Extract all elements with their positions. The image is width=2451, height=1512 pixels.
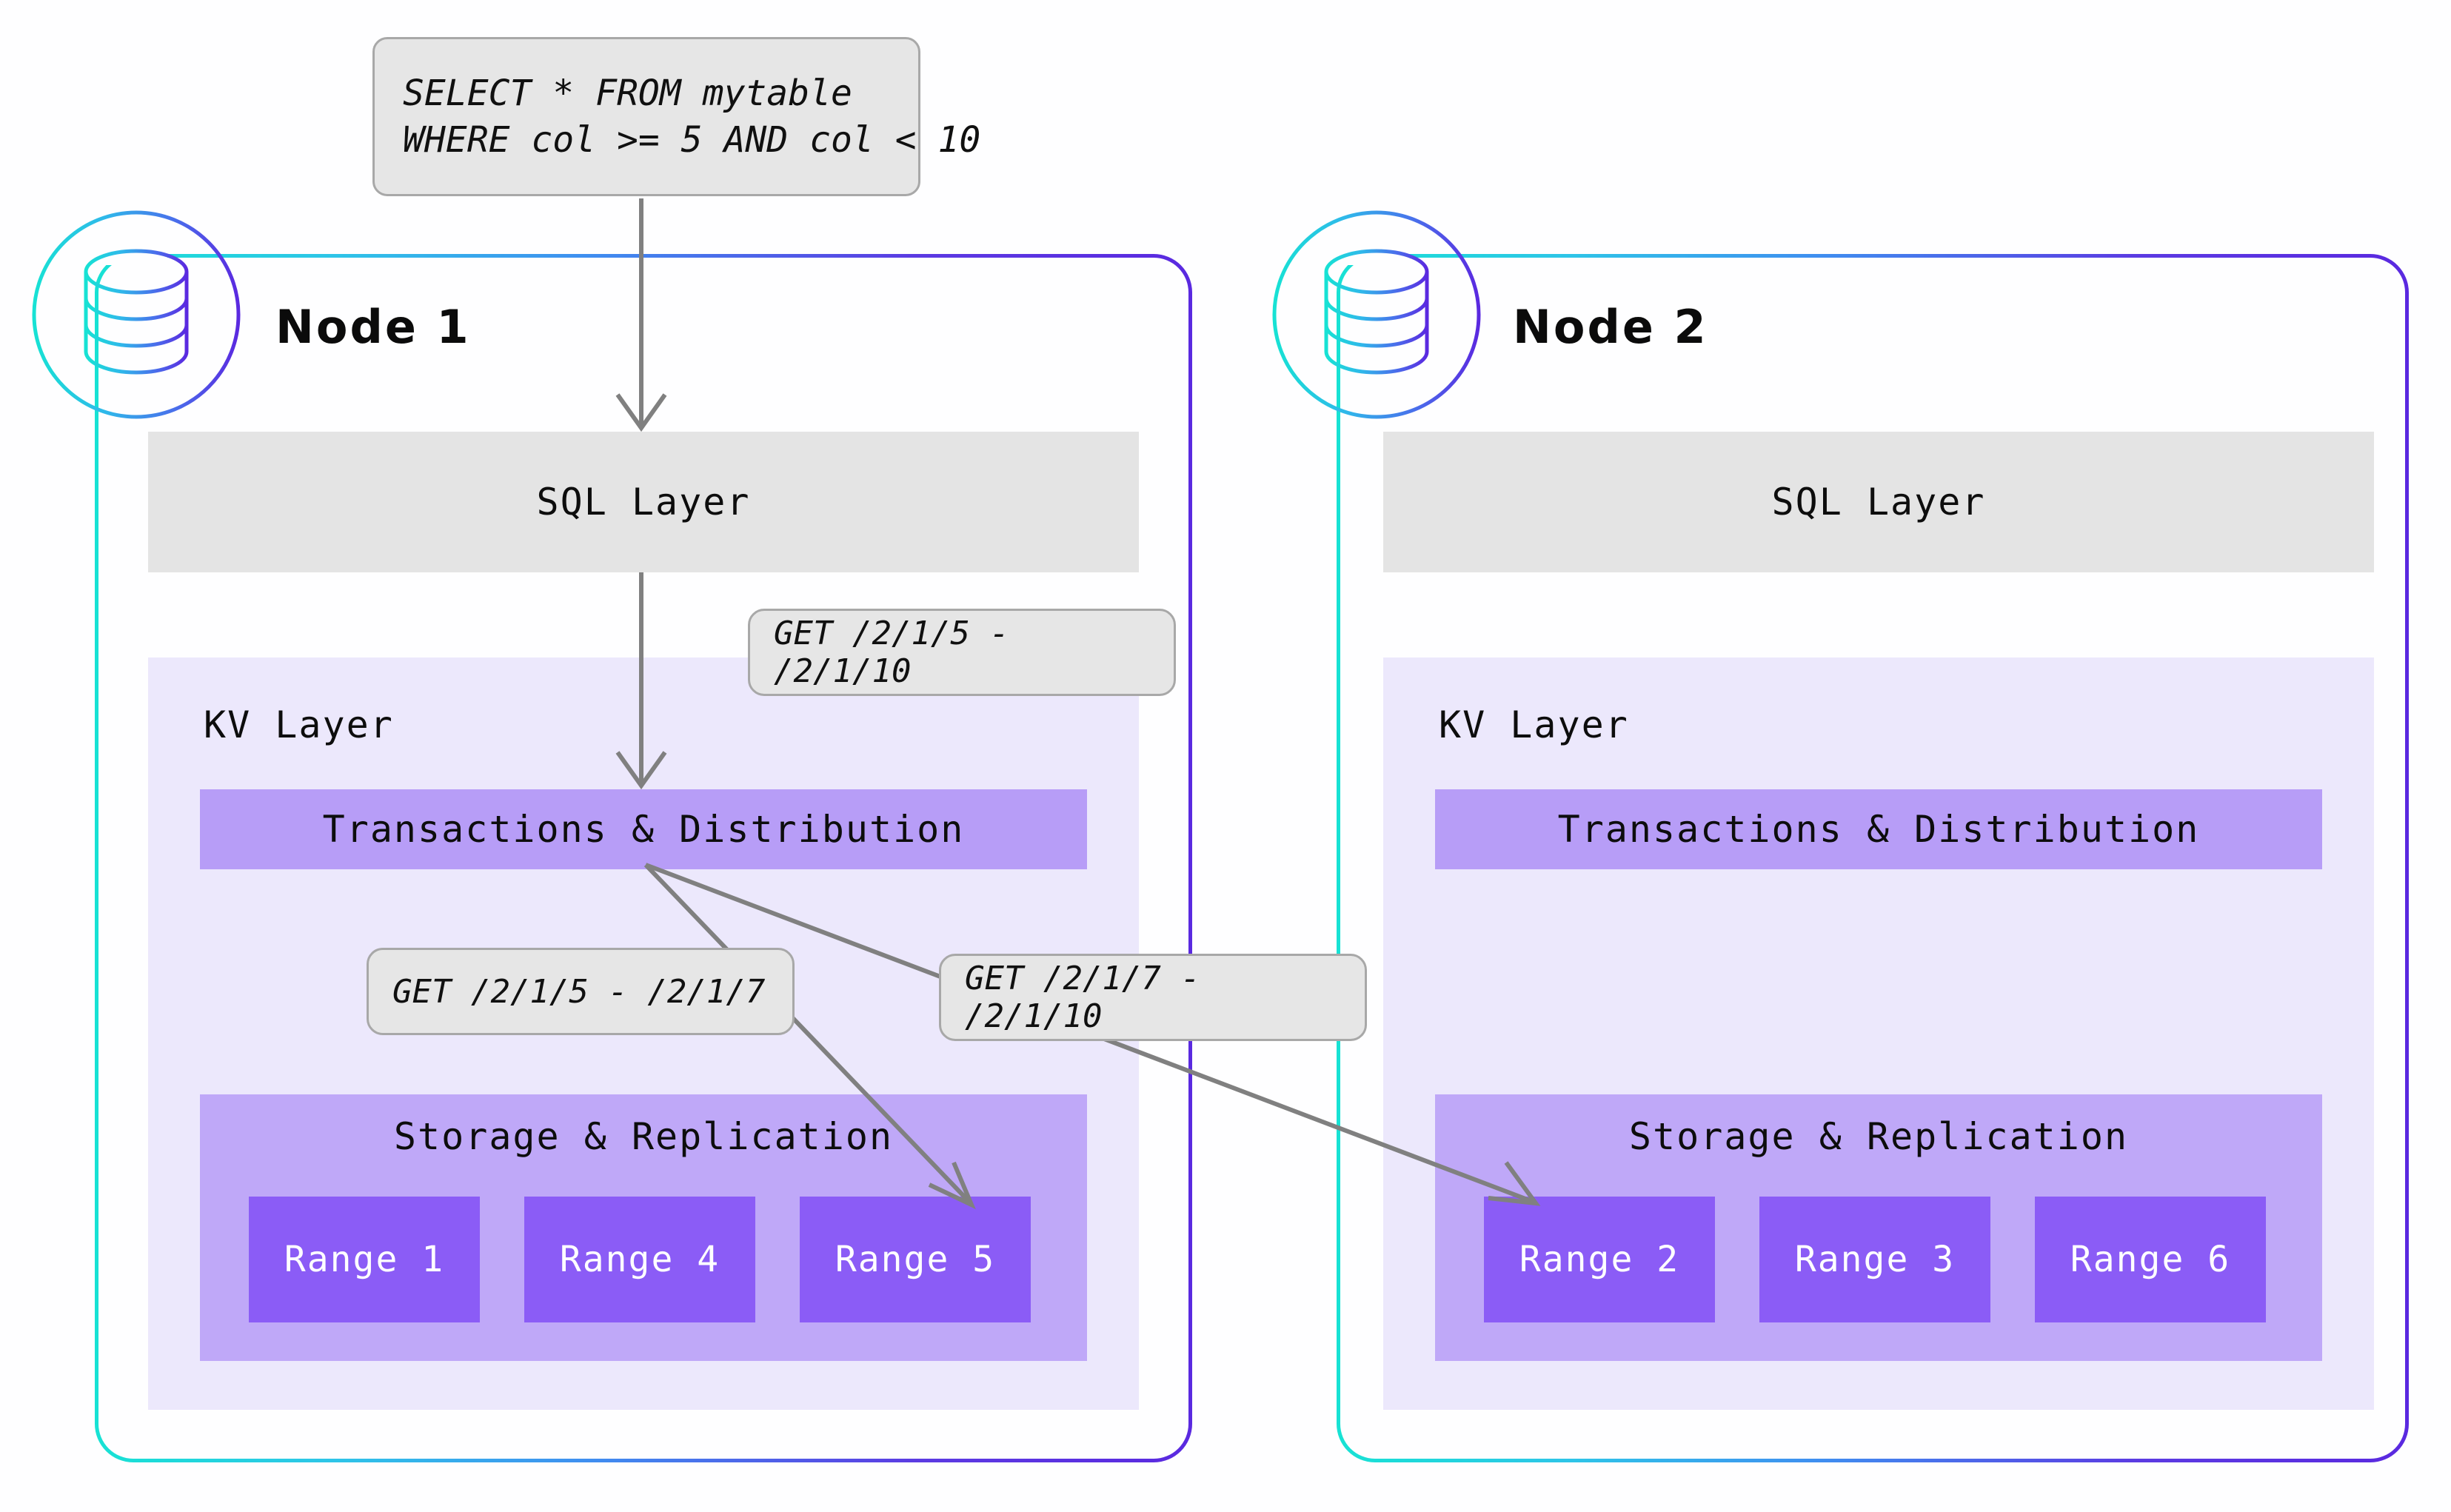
get-callout-right-range: GET /2/1/7 - /2/1/10 <box>939 954 1367 1041</box>
database-icon <box>32 210 241 419</box>
node-1-storage-replication-label: Storage & Replication <box>393 1115 894 1158</box>
range-box[interactable]: Range 5 <box>800 1197 1031 1322</box>
range-box[interactable]: Range 2 <box>1484 1197 1715 1322</box>
sql-query-line-1: SELECT * FROM mytable <box>403 73 852 115</box>
get-callout-left-range: GET /2/1/5 - /2/1/7 <box>367 948 795 1035</box>
node-1-title: Node 1 <box>275 300 471 354</box>
range-box[interactable]: Range 4 <box>524 1197 755 1322</box>
node-2-title: Node 2 <box>1513 300 1708 354</box>
range-box[interactable]: Range 1 <box>249 1197 480 1322</box>
range-box[interactable]: Range 3 <box>1759 1197 1990 1322</box>
node-2-kv-layer: KV Layer Transactions & Distribution Sto… <box>1383 658 2374 1410</box>
node-1-transactions-distribution: Transactions & Distribution <box>200 789 1087 869</box>
node-2-range-row: Range 2 Range 3 Range 6 <box>1484 1197 2266 1322</box>
sql-query-line-2: WHERE col >= 5 AND col < 10 <box>403 118 981 161</box>
node-1-range-row: Range 1 Range 4 Range 5 <box>249 1197 1031 1322</box>
sql-query-callout: SELECT * FROM mytable WHERE col >= 5 AND… <box>372 37 981 196</box>
node-1-kv-layer-label: KV Layer <box>204 703 394 746</box>
get-callout-full-range: GET /2/1/5 - /2/1/10 <box>748 609 1176 696</box>
node-2-sql-layer: SQL Layer <box>1383 432 2374 572</box>
range-box[interactable]: Range 6 <box>2035 1197 2266 1322</box>
database-icon <box>1272 210 1481 419</box>
node-2-storage-replication-label: Storage & Replication <box>1628 1115 2129 1158</box>
node-2-transactions-distribution: Transactions & Distribution <box>1435 789 2322 869</box>
node-1-storage-replication: Storage & Replication Range 1 Range 4 Ra… <box>200 1094 1087 1361</box>
node-1-sql-layer: SQL Layer <box>148 432 1139 572</box>
node-2-kv-layer-label: KV Layer <box>1439 703 1629 746</box>
node-2-storage-replication: Storage & Replication Range 2 Range 3 Ra… <box>1435 1094 2322 1361</box>
